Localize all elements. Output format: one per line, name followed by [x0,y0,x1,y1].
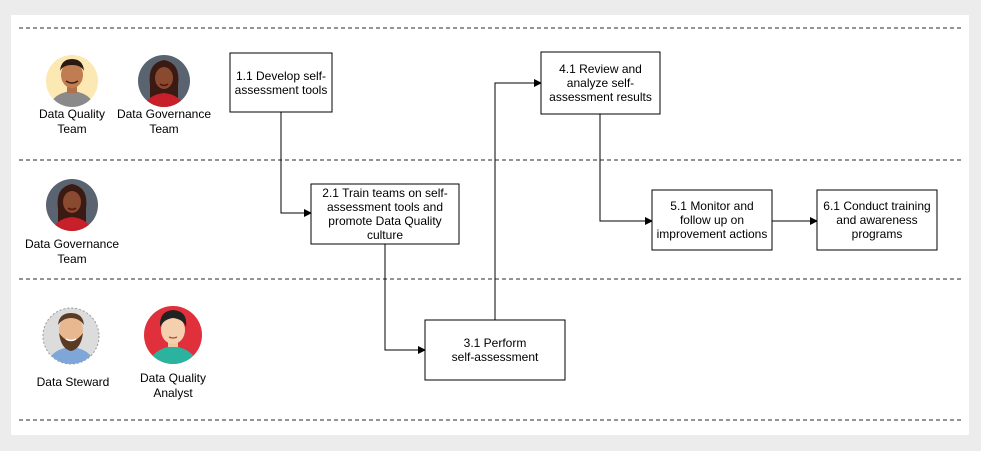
actor-label: Data Governance Team [24,237,120,266]
connector-1-to-2 [280,112,312,217]
young-man-avatar-icon [144,306,202,364]
step-text-5-1: 5.1 Monitor and follow up on improvement… [656,199,768,241]
step-box-1-1 [229,52,333,113]
actor-label: Data Governance Team [116,107,212,136]
diagram-svg [19,27,961,421]
step-text-1-1: 1.1 Develop self- assessment tools [234,68,328,97]
connector-4-to-5 [599,114,653,225]
actor-label: Data Steward [36,375,110,389]
diagram-canvas: Data Quality Team Data Governance Team D… [11,15,969,435]
connector-2-to-3 [384,244,426,354]
step-box-5-1 [651,189,773,251]
actor-label: Data Quality Analyst [139,371,207,400]
woman-avatar-icon [138,55,190,107]
connector-3-to-4 [494,79,542,320]
step-text-6-1: 6.1 Conduct training and awareness progr… [823,199,931,241]
actor-label: Data Quality Team [38,107,106,136]
man-avatar-icon [46,55,98,107]
step-text-4-1: 4.1 Review and analyze self- assessment … [549,62,652,104]
step-text-2-1: 2.1 Train teams on self- assessment tool… [322,186,448,242]
woman-avatar-icon [46,179,98,231]
step-box-2-1 [310,183,460,245]
step-text-3-1: 3.1 Perform self-assessment [451,336,539,364]
step-box-6-1 [816,189,938,251]
step-box-4-1 [540,51,661,115]
step-box-3-1 [424,319,566,381]
bearded-man-avatar-icon [42,307,100,365]
